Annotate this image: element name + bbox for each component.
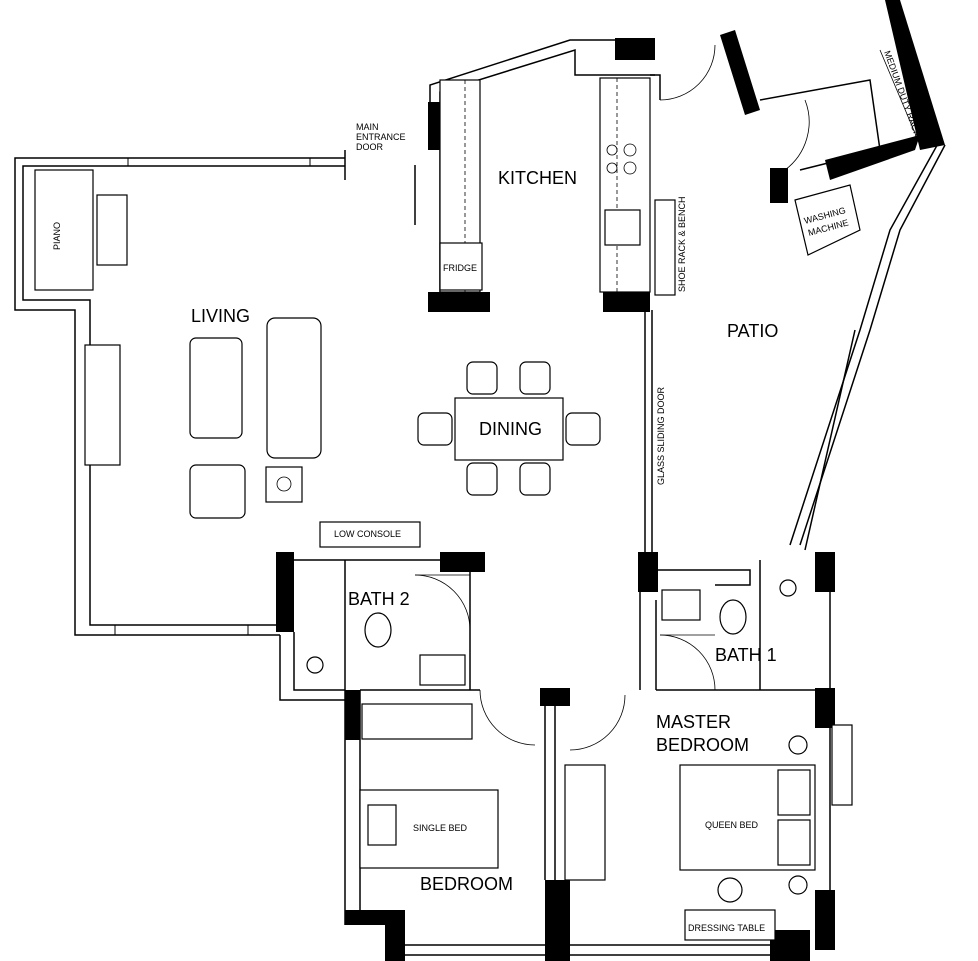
room-label-bath-2: BATH 2 [348, 589, 410, 609]
tv-cabinet [84, 344, 121, 466]
label-dressing-table: DRESSING TABLE [688, 923, 765, 933]
label-low-console: LOW CONSOLE [334, 529, 401, 539]
shoe-rack-bench [654, 199, 676, 296]
shower-icon [779, 579, 797, 597]
room-label-master-line1: MASTER [656, 712, 731, 732]
wardrobe [361, 703, 473, 740]
sink-icon [604, 209, 641, 246]
sink-icon [661, 589, 701, 621]
toilet-icon [364, 612, 392, 648]
fridge [439, 242, 483, 291]
dressing-table [684, 909, 776, 941]
stove-icon [606, 143, 637, 175]
furniture [34, 169, 816, 941]
room-label-dining: DINING [479, 419, 542, 439]
armchair [189, 464, 246, 519]
room-label-kitchen: KITCHEN [498, 168, 577, 188]
label-glass-sliding-door: GLASS SLIDING DOOR [656, 386, 666, 485]
sink-icon [419, 654, 466, 686]
shower-icon [306, 656, 324, 674]
coffee-table [189, 337, 243, 439]
label-shoe-rack: SHOE RACK & BENCH [677, 196, 687, 292]
label-piano: PIANO [52, 222, 62, 250]
label-main-entrance-1: MAIN [356, 122, 379, 132]
washing-machine [794, 184, 861, 256]
label-fridge: FRIDGE [443, 263, 477, 273]
label-single-bed: SINGLE BED [413, 823, 468, 833]
wardrobe [564, 764, 606, 881]
label-queen-bed: QUEEN BED [705, 820, 759, 830]
sofa [266, 317, 322, 459]
label-main-entrance-3: DOOR [356, 142, 384, 152]
piano-bench [96, 194, 128, 266]
room-label-patio: PATIO [727, 321, 778, 341]
dining-table [454, 397, 564, 461]
room-label-master-line2: BEDROOM [656, 735, 749, 755]
label-main-entrance-2: ENTRANCE [356, 132, 406, 142]
walls [14, 0, 946, 961]
room-label-living: LIVING [191, 306, 250, 326]
piano [34, 169, 94, 291]
low-console [319, 521, 421, 548]
toilet-icon [719, 599, 747, 635]
room-label-bath-1: BATH 1 [715, 645, 777, 665]
side-table [265, 466, 303, 503]
room-label-bedroom: BEDROOM [420, 874, 513, 894]
